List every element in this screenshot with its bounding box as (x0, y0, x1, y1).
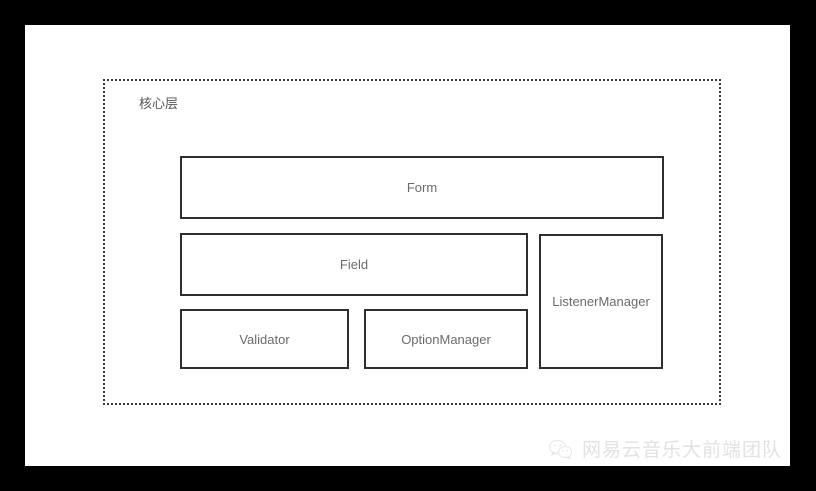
node-validator-label: Validator (239, 331, 290, 347)
watermark: 网易云音乐大前端团队 (548, 439, 782, 461)
watermark-text: 网易云音乐大前端团队 (581, 439, 782, 461)
node-field: Field (180, 233, 528, 296)
core-layer-container: 核心层 (103, 79, 721, 405)
core-layer-label: 核心层 (139, 96, 179, 111)
wechat-icon (548, 439, 573, 460)
node-optionmanager-label: OptionManager (401, 331, 491, 347)
node-listenermanager-label: ListenerManager (552, 294, 650, 309)
node-field-label: Field (339, 257, 369, 272)
node-form-label: Form (406, 180, 438, 195)
node-validator: Validator (180, 309, 349, 369)
diagram-canvas: 核心层 Form Field ListenerManager Validator… (25, 25, 790, 466)
node-listenermanager: ListenerManager (539, 234, 663, 369)
node-form: Form (180, 156, 664, 219)
node-optionmanager: OptionManager (364, 309, 528, 369)
